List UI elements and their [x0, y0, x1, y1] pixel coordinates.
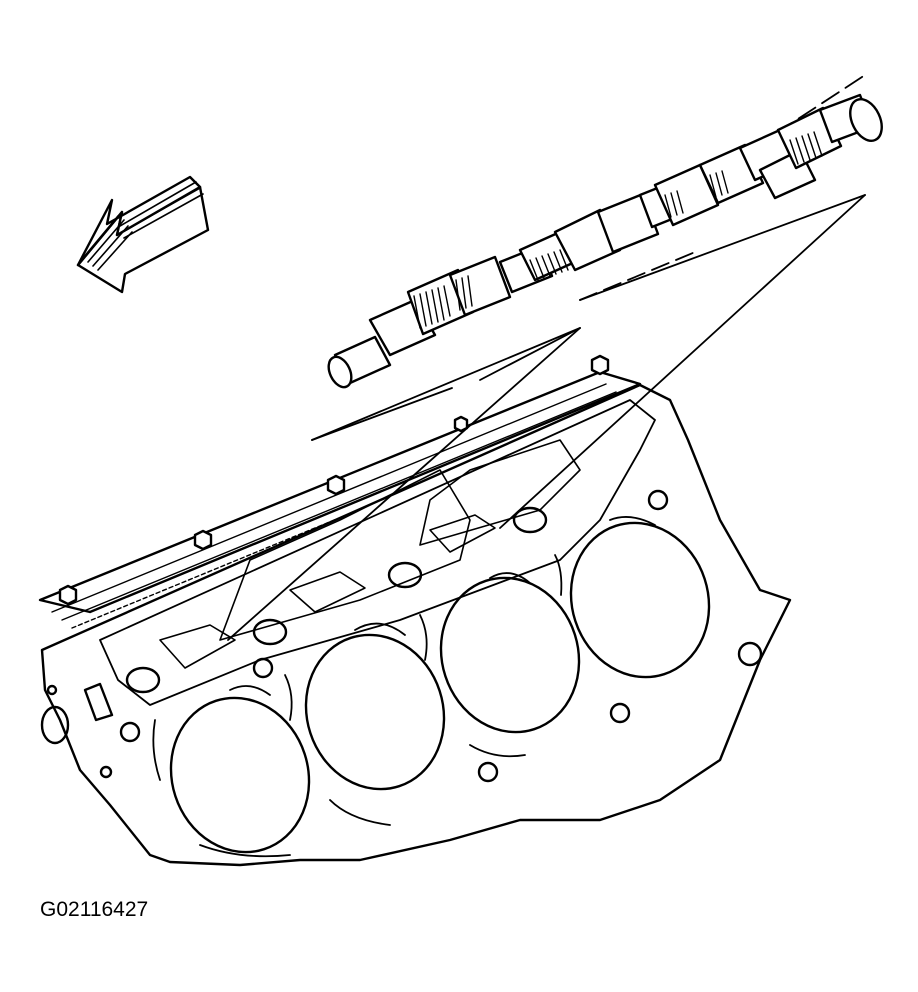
lifter-bores — [125, 506, 548, 694]
valve-lifter-assembly — [327, 93, 883, 389]
head-bolts — [58, 354, 610, 606]
lifter-pair-4 — [776, 93, 883, 170]
lifter-pair-3 — [653, 128, 817, 227]
arrow-left-icon — [76, 175, 210, 294]
figure-code: G02116427 — [40, 898, 149, 921]
cylinder-head — [38, 354, 792, 867]
coolant-holes — [40, 489, 763, 783]
combustion-chambers — [169, 521, 711, 854]
lifter-pair-1 — [327, 244, 554, 389]
